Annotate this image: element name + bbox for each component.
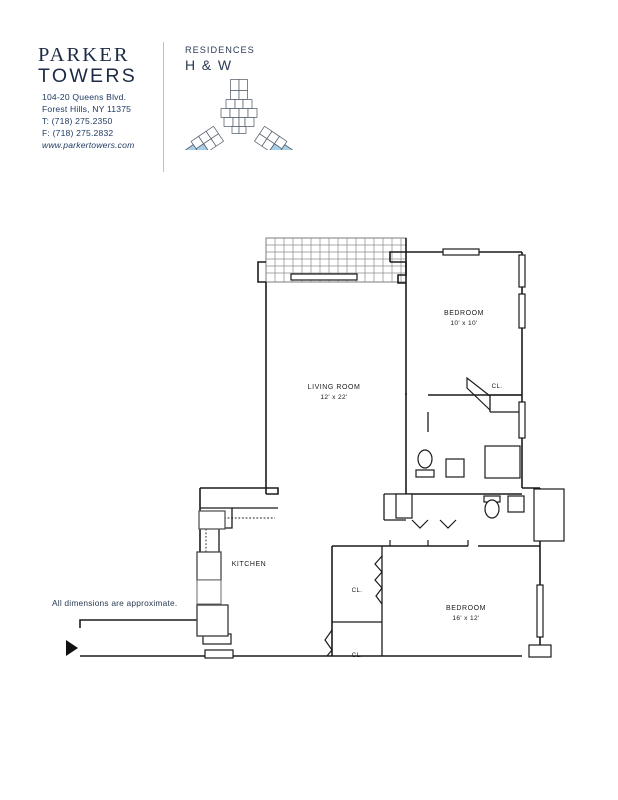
keyplan-label: RESIDENCES bbox=[185, 45, 255, 55]
keyplan-highlight-unit-h bbox=[185, 143, 210, 150]
room-dim-bedroom-2: 16' x 12' bbox=[452, 615, 479, 622]
page-header: PARKER TOWERS 104-20 Queens Blvd. Forest… bbox=[0, 0, 618, 200]
brand-name-primary: PARKER bbox=[38, 44, 130, 66]
closet-label-upper: CL. bbox=[352, 587, 363, 594]
tub-icon bbox=[484, 445, 521, 479]
room-label-bedroom-1: BEDROOM bbox=[444, 310, 484, 317]
entry-arrow-icon bbox=[66, 640, 78, 656]
room-label-kitchen: KITCHEN bbox=[232, 561, 267, 568]
kitchen-appliance-4 bbox=[196, 604, 229, 637]
room-label-living-room: LIVING ROOM bbox=[308, 384, 361, 391]
keyplan-heading: RESIDENCES H & W bbox=[185, 44, 255, 73]
phone-number: T: (718) 275.2350 bbox=[42, 116, 113, 127]
windows bbox=[202, 248, 552, 659]
room-dim-living-room: 12' x 22' bbox=[320, 394, 347, 401]
closet-label-lower: CL. bbox=[352, 652, 363, 659]
fax-number: F: (718) 275.2832 bbox=[42, 128, 114, 139]
dimensions-disclaimer: All dimensions are approximate. bbox=[52, 598, 178, 608]
contact-block: 104-20 Queens Blvd. Forest Hills, NY 113… bbox=[42, 91, 134, 151]
kitchen-appliance-1 bbox=[198, 510, 226, 530]
kitchen-fixtures bbox=[196, 507, 278, 637]
sink-icon bbox=[417, 449, 433, 469]
closet-labels: CL. CL. CL. bbox=[352, 383, 503, 659]
kitchen-appliance-2 bbox=[196, 551, 222, 581]
bathroom-fixtures bbox=[395, 445, 565, 542]
header-divider bbox=[163, 42, 164, 172]
website-link[interactable]: www.parkertowers.com bbox=[42, 140, 135, 151]
keyplan-highlight-unit-w bbox=[268, 143, 293, 150]
toilet-icon bbox=[484, 499, 500, 519]
keyplan-units: H & W bbox=[185, 57, 233, 73]
closet-label-bedroom-1: CL. bbox=[492, 383, 503, 390]
exterior-walls bbox=[79, 238, 541, 657]
kitchen-appliance-3 bbox=[196, 579, 222, 605]
interior-partitions bbox=[332, 394, 522, 656]
address-line-1: 104-20 Queens Blvd. bbox=[42, 92, 127, 102]
brand-logo: PARKER TOWERS bbox=[38, 44, 156, 88]
address-line-2: Forest Hills, NY 11375 bbox=[42, 104, 132, 115]
doors bbox=[324, 376, 491, 657]
room-label-bedroom-2: BEDROOM bbox=[446, 605, 486, 612]
room-dim-bedroom-1: 10' x 10' bbox=[450, 320, 477, 327]
brand-name-secondary: TOWERS bbox=[38, 65, 138, 88]
room-labels: LIVING ROOM 12' x 22' BEDROOM 10' x 10' … bbox=[232, 310, 486, 622]
keyplan-diagram bbox=[185, 79, 293, 150]
